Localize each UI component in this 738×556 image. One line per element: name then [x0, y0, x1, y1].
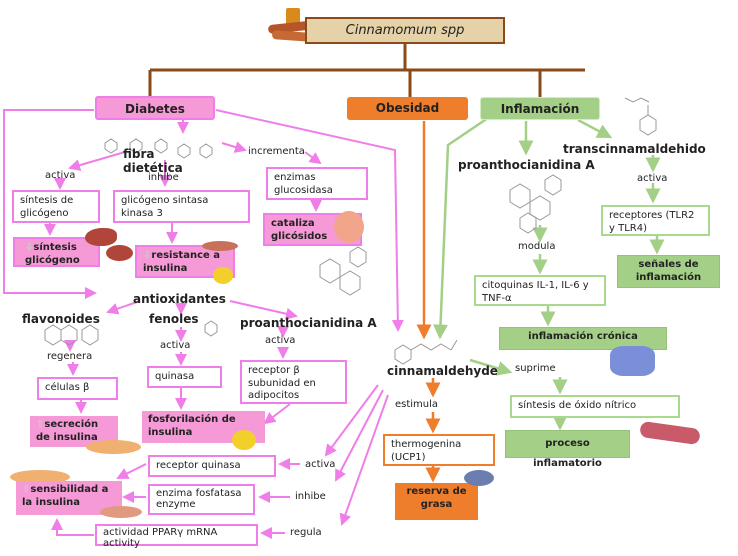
tissue-icon: [610, 346, 655, 376]
label-suprime: suprime: [515, 363, 556, 374]
receptor-beta-box: receptor β subunidad en adipocitos: [240, 360, 347, 404]
label-modula: modula: [518, 241, 556, 252]
label-inhibe: inhibe: [148, 172, 179, 183]
thermogenina-box: thermogenina (UCP1): [383, 434, 495, 466]
liver-icon: [106, 245, 133, 261]
reserva-grasa-box: reserva de grasa: [395, 483, 478, 520]
citoquinas-box: citoquinas IL-1, IL-6 y TNF-α: [474, 275, 606, 306]
intestine-icon: [334, 211, 364, 243]
diabetes-arrows: [3, 109, 404, 539]
sintesis-glicogeno-box: síntesis de glicógeno: [12, 190, 100, 223]
fenoles: fenoles: [149, 312, 199, 326]
chemical-structure-icons: [44, 97, 657, 365]
down-arrow-icon: ⇩: [143, 250, 152, 261]
sintesis-glicogeno-decrease-box: ⇩síntesis glicógeno: [13, 237, 100, 267]
antioxidantes: antioxidantes: [133, 292, 226, 306]
liver-icon: [85, 228, 117, 246]
category-inflamacion: Inflamación: [480, 97, 600, 120]
up-arrow-icon: ⇧: [36, 419, 45, 430]
label-activa-proantho: activa: [265, 335, 296, 346]
receptor-quinasa-box: receptor quinasa: [148, 455, 276, 477]
down-arrow-icon: ⇩: [25, 242, 34, 253]
enzimas-glucosidasa-box: enzimas glucosidasa: [266, 167, 368, 200]
enzima-fosfatasa-box: enzima fosfatasa enzyme: [148, 484, 255, 515]
transcinnamaldehido: transcinnamaldehido: [563, 142, 706, 156]
obesidad-arrows: [416, 121, 441, 483]
label-activa-fenoles: activa: [160, 340, 191, 351]
flavonoides: flavonoides: [22, 312, 100, 326]
cinnamaldehyde: cinnamaldehyde: [387, 364, 498, 378]
proanthocianidina-a-diabetes: proanthocianidina A: [240, 316, 377, 330]
category-obesidad: Obesidad: [347, 97, 468, 120]
category-diabetes: Diabetes: [95, 96, 215, 120]
label-activa-trans: activa: [637, 173, 668, 184]
proceso-inflamatorio-box: proceso inflamatorio: [505, 430, 630, 469]
celulas-beta-box: células β: [37, 377, 118, 400]
label-estimula: estimula: [395, 399, 439, 410]
quinasa-box: quinasa: [147, 366, 222, 388]
muscle-icon: [100, 506, 142, 518]
label-inhibe-cinnamaldehyde: inhibe: [295, 491, 326, 502]
proanthocianidina-a-inflamacion: proanthocianidina A: [458, 158, 595, 172]
label-regula: regula: [290, 527, 322, 538]
up-arrow-icon: ⇧: [22, 484, 31, 495]
title-connectors: [148, 44, 585, 97]
fat-cell-icon: [232, 430, 256, 450]
ppar-activity-box: actividad PPARγ mRNA activity: [95, 524, 258, 548]
muscle-icon: [202, 241, 238, 251]
pancreas-icon: [10, 470, 70, 484]
label-incrementa: incrementa: [248, 146, 305, 157]
inflamacion-cronica-box: inflamación crónica: [499, 327, 667, 350]
gsk3-box: glicógeno sintasa kinasa 3: [113, 190, 250, 223]
title-box: Cinnamomum spp: [305, 17, 505, 44]
fat-cell-icon: [213, 267, 233, 284]
senales-inflamacion-box: señales de inflamación: [617, 255, 720, 288]
fibra-dietetica: fibra dietética: [123, 147, 183, 175]
label-activa-cinnamaldehyde: activa: [305, 459, 336, 470]
oxido-nitrico-box: síntesis de óxido nítrico: [510, 395, 680, 418]
pancreas-icon: [86, 440, 141, 454]
receptores-tlr-box: receptores (TLR2 y TLR4): [601, 205, 710, 236]
label-activa: activa: [45, 170, 76, 181]
cinnamon-sticks-image: [267, 8, 329, 44]
label-regenera: regenera: [47, 351, 93, 362]
inflamacion-arrows: [433, 116, 665, 431]
mitochondria-icon: [464, 470, 494, 486]
